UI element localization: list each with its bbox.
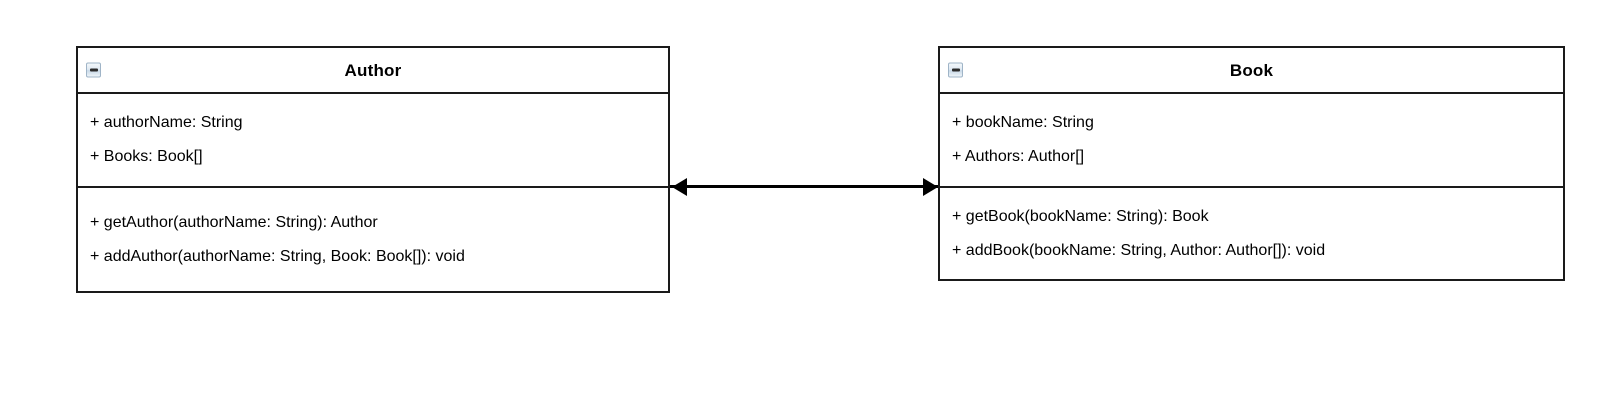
- class-title-book: Book: [1229, 60, 1274, 80]
- operation-row: + addBook(bookName: String, Author: Auth…: [952, 241, 1326, 259]
- collapse-minus-icon[interactable]: [86, 62, 101, 78]
- collapse-minus-icon[interactable]: [948, 62, 963, 78]
- class-box-author[interactable]: Author + authorName: String + Books: Boo…: [76, 46, 670, 293]
- operation-row: + getBook(bookName: String): Book: [952, 207, 1209, 225]
- class-title-author: Author: [344, 60, 402, 80]
- operation-row: + getAuthor(authorName: String): Author: [90, 213, 378, 231]
- attribute-row: + Books: Book[]: [90, 148, 203, 165]
- association-line-author-book[interactable]: [670, 185, 938, 188]
- operations-compartment-book: + getBook(bookName: String): Book + addB…: [940, 188, 1563, 279]
- attribute-row: + authorName: String: [90, 114, 243, 131]
- class-header-book: Book: [940, 48, 1563, 94]
- minus-bar: [951, 68, 960, 72]
- attributes-compartment-author: + authorName: String + Books: Book[]: [78, 94, 668, 188]
- operation-row: + addAuthor(authorName: String, Book: Bo…: [90, 247, 465, 265]
- minus-bar: [89, 68, 98, 72]
- association-arrowhead-source: [672, 177, 687, 196]
- class-header-author: Author: [78, 48, 668, 94]
- association-arrowhead-target: [923, 177, 938, 196]
- attribute-row: + Authors: Author[]: [952, 148, 1085, 165]
- operations-compartment-author: + getAuthor(authorName: String): Author …: [78, 188, 668, 291]
- attribute-row: + bookName: String: [952, 114, 1094, 131]
- class-box-book[interactable]: Book + bookName: String + Authors: Autho…: [938, 46, 1565, 281]
- attributes-compartment-book: + bookName: String + Authors: Author[]: [940, 94, 1563, 188]
